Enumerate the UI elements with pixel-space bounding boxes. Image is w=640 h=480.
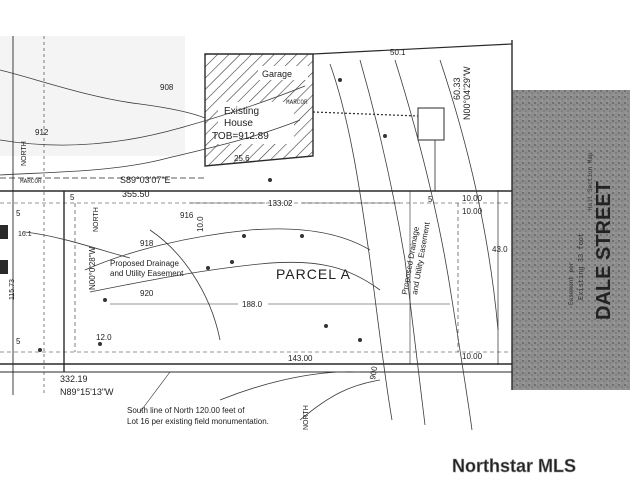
contour-line-13 (299, 379, 381, 421)
structure-marker-1 (0, 225, 8, 239)
easement-label-1: Existing 33 foot (578, 233, 586, 300)
spot-elevations (38, 78, 387, 352)
garage-label-bg (258, 66, 308, 80)
dim-25: 25.6 (234, 154, 250, 163)
house-label-2: House (224, 118, 253, 129)
spot-marker (206, 266, 210, 270)
contour-line-6 (24, 231, 131, 259)
structure-box (417, 107, 445, 141)
spot-marker (38, 348, 42, 352)
easement-label-2: Easement per (568, 261, 575, 305)
dim-12: 12.0 (96, 333, 112, 342)
house-label-bg (218, 102, 294, 144)
dim-43: 43.0 (492, 245, 508, 254)
distance-bottom: 332.19 (60, 374, 88, 384)
spot-marker (338, 78, 342, 82)
north-label-3: NORTH (303, 405, 310, 430)
dim-10a: 10.00 (462, 194, 483, 203)
elev-900: 900 (368, 365, 379, 380)
watermark: Northstar MLS (452, 456, 576, 476)
spot-marker (358, 338, 362, 342)
contour-line-5 (89, 261, 381, 293)
dim-5a: 5 (70, 193, 75, 202)
tob-label: TOB=912.89 (212, 131, 269, 142)
top-lot-line (312, 43, 513, 55)
bearing-left: N00°0'28"W (88, 246, 97, 290)
contour-line-10 (439, 59, 499, 331)
fence-line (312, 111, 419, 117)
dim-5b: 5 (16, 209, 21, 218)
elev-920: 920 (140, 289, 154, 298)
parcel-label: PARCEL A (276, 266, 351, 282)
south-line-note-1: South line of North 120.00 feet of (127, 406, 245, 415)
contour-line-7 (329, 63, 393, 421)
dim-133: 133.02 (268, 199, 293, 208)
spot-marker (230, 260, 234, 264)
house-label-1: Existing (224, 106, 259, 117)
spot-marker (242, 234, 246, 238)
contour-line-4 (84, 228, 371, 271)
spot-marker (324, 324, 328, 328)
dim-188: 188.0 (242, 300, 263, 309)
dim-143: 143.00 (288, 354, 313, 363)
elev-916: 916 (180, 211, 194, 220)
contour-line-3 (0, 69, 206, 119)
structure-marker-2 (0, 260, 8, 274)
dist-16: 16.1 (18, 231, 32, 238)
spot-marker (98, 342, 102, 346)
distance-right: 60.33 (452, 77, 462, 100)
contour-line-1 (0, 85, 306, 146)
dim-10d: 10.0 (196, 216, 205, 232)
marcor-1: MARCOR (20, 178, 42, 185)
bearing-right: N00°04'29"W (462, 66, 472, 120)
spot-marker (383, 134, 387, 138)
street-label: DALE STREET (593, 181, 615, 320)
contour-line-11 (149, 229, 221, 341)
spot-marker (103, 298, 107, 302)
dale-street (512, 90, 630, 390)
spot-marker (300, 234, 304, 238)
contour-line-2 (0, 119, 301, 176)
bearing-bottom: N89°15'13"W (60, 387, 114, 397)
south-line-note-2: Lot 16 per existing field monumentation. (127, 417, 269, 426)
garage-label: Garage (262, 69, 292, 79)
contour-line-8 (359, 59, 426, 426)
dim-5c: 5 (16, 337, 21, 346)
drainage-left-1: Proposed Drainage (110, 259, 179, 268)
scan-shade (0, 36, 185, 156)
drainage-left-2: and Utility Easement (110, 269, 184, 278)
north-label-1: NORTH (21, 141, 28, 166)
contour-line-9 (394, 59, 473, 431)
distance-top: 355.50 (122, 189, 150, 199)
bearing-top: S89°03'07"E (120, 175, 171, 185)
contour-line-12 (219, 371, 361, 401)
dim-5d: 5 (428, 195, 433, 204)
elev-918: 918 (140, 239, 154, 248)
elev-912: 912 (35, 128, 49, 137)
dist-115: 115.73 (9, 279, 16, 300)
easement-label-3: Hall Section Map (587, 152, 594, 210)
elev-908: 908 (160, 83, 174, 92)
marcor-2: MARCOR (286, 99, 308, 106)
dim-10b: 10.00 (462, 207, 483, 216)
dim-50: 50.1 (390, 48, 406, 57)
north-label-2: NORTH (93, 207, 100, 232)
dim-10c: 10.00 (462, 352, 483, 361)
spot-marker (268, 178, 272, 182)
note-leader (139, 371, 171, 413)
